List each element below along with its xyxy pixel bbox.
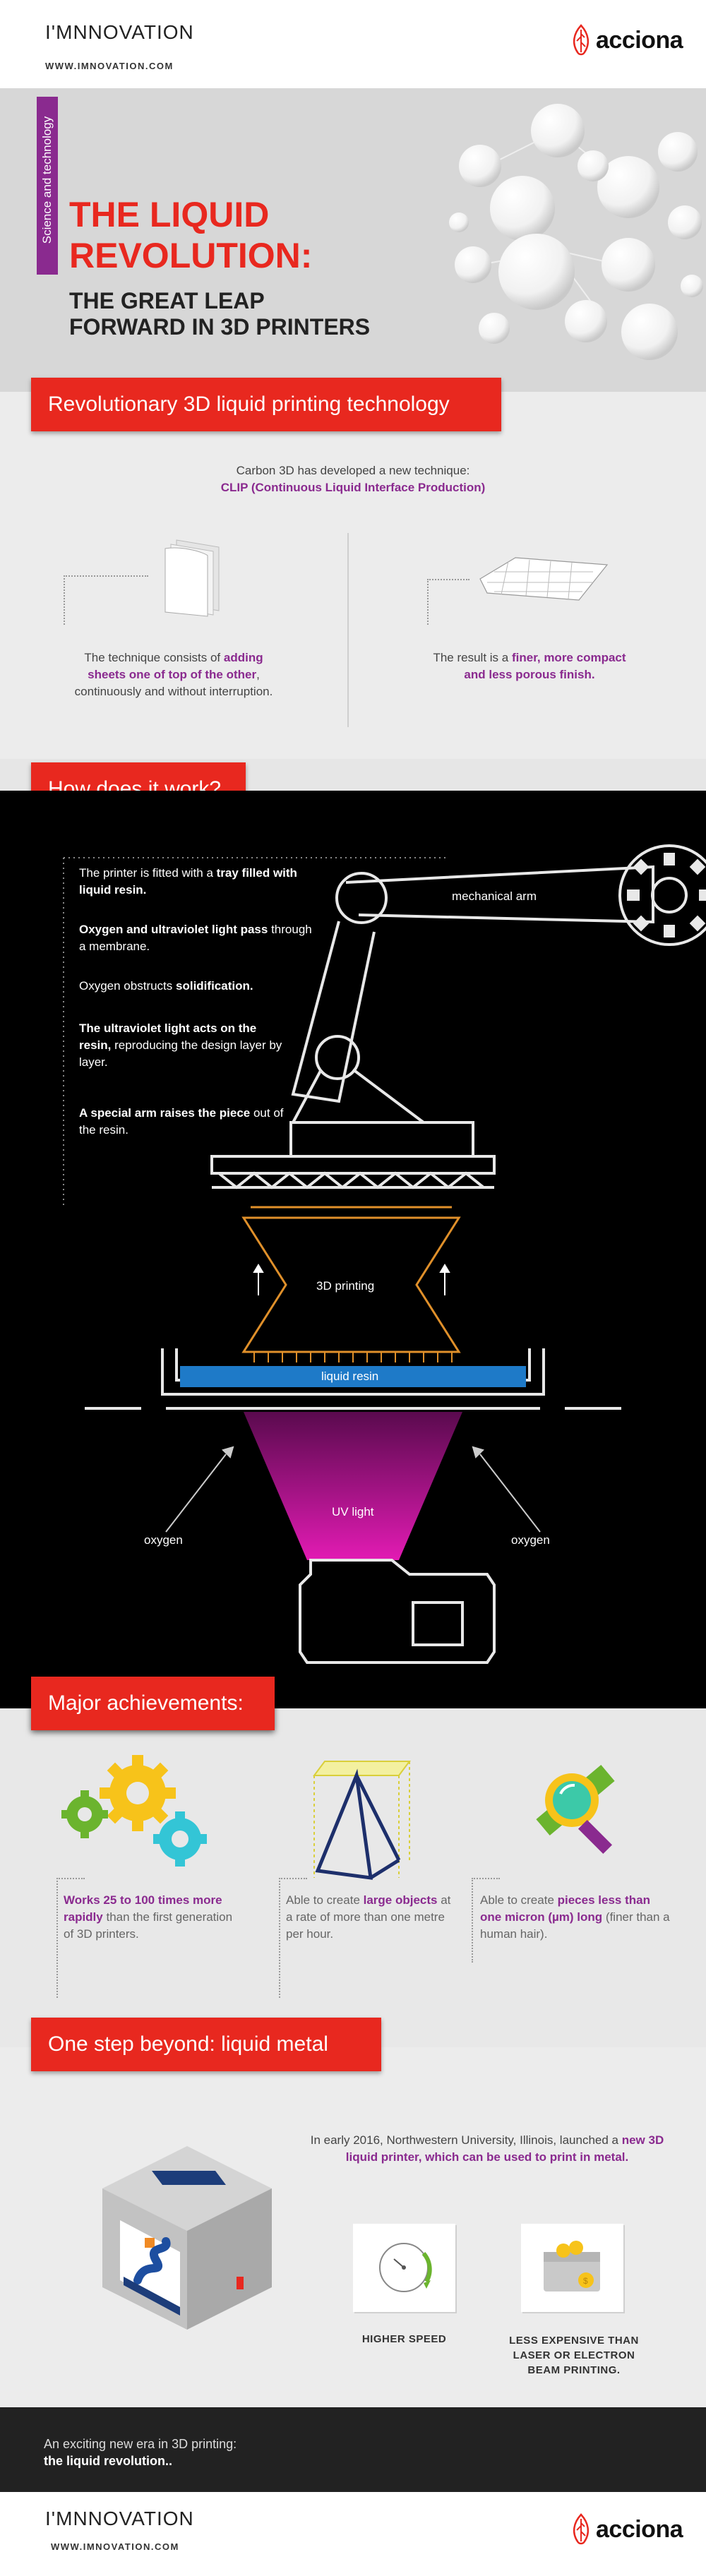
technique-post: , continuously and without interruption. — [74, 668, 273, 698]
step-4: The ultraviolet light acts on the resin,… — [79, 1020, 291, 1071]
achievement-speed-rest: than the first generation of 3D printers… — [64, 1910, 233, 1941]
intro-line1: Carbon 3D has developed a new technique: — [236, 464, 470, 477]
label-oxygen-left: oxygen — [144, 1533, 183, 1547]
hero-title-line2: REVOLUTION: — [69, 236, 313, 275]
step-3: Oxygen obstructs solidification. — [79, 978, 312, 995]
closing-strip: An exciting new era in 3D printing: the … — [0, 2407, 706, 2492]
achievement-large-rest: at a rate of more than one metre per hou… — [286, 1893, 451, 1941]
result-pre: The result is a — [433, 651, 512, 664]
feature-speed-label: HIGHER SPEED — [361, 2333, 447, 2345]
achievement-micron-pre: Able to create — [480, 1893, 558, 1907]
footer-acciona-leaf-icon — [573, 2513, 590, 2545]
step-4-bold: The ultraviolet light acts on the resin, — [79, 1022, 257, 1052]
step-5: A special arm raises the piece out of th… — [79, 1105, 291, 1139]
step-2-bold: Oxygen and ultraviolet light pass — [79, 923, 268, 936]
hero-subtitle-line2: FORWARD IN 3D PRINTERS — [69, 314, 371, 340]
printer-diagram — [63, 844, 706, 1664]
step-1-bold: tray filled with liquid resin. — [79, 866, 297, 897]
liquid-droplets-illustration — [449, 104, 703, 360]
label-uv-light: UV light — [332, 1505, 374, 1518]
achievement-micron: Able to create pieces less than one micr… — [480, 1892, 671, 1943]
footer-brand-suffix: NNOVATION — [73, 2508, 194, 2529]
section4-banner: One step beyond: liquid metal — [31, 2018, 381, 2071]
hero-subtitle-line1: THE GREAT LEAP — [69, 288, 265, 313]
step-2: Oxygen and ultraviolet light pass throug… — [79, 921, 312, 955]
liquid-metal-intro: In early 2016, Northwestern University, … — [304, 2132, 671, 2166]
liquid-metal-highlight: new 3D liquid printer, which can be used… — [345, 2133, 664, 2164]
step-3-pre: Oxygen obstructs — [79, 979, 176, 993]
brand-url[interactable]: WWW.IMNOVATION.COM — [45, 61, 174, 71]
feature-cost-card: $ — [521, 2224, 623, 2312]
magnifier-icon — [536, 1764, 615, 1855]
step-2-post: through a membrane. — [79, 923, 312, 953]
acciona-logo[interactable]: acciona — [570, 24, 683, 56]
achievement-micron-highlight: pieces less than one micron (µm) long — [480, 1893, 650, 1924]
technique-description: The technique consists of adding sheets … — [68, 649, 280, 700]
liquid-metal-pre: In early 2016, Northwestern University, … — [310, 2133, 622, 2147]
step-5-post: out of the resin. — [79, 1106, 284, 1137]
achievement-large: Able to create large objects at a rate o… — [286, 1892, 455, 1943]
achievement-speed-highlight: Works 25 to 100 times more rapidly — [64, 1893, 222, 1924]
step-1: The printer is fitted with a tray filled… — [79, 865, 312, 899]
section-achievements: Major achievements: — [0, 1677, 706, 2047]
pyramid-icon — [313, 1761, 411, 1880]
acciona-wordmark: acciona — [596, 26, 683, 54]
gear-icon — [618, 844, 706, 946]
label-liquid-resin: liquid resin — [321, 1370, 379, 1383]
achievement-speed: Works 25 to 100 times more rapidly than … — [64, 1892, 240, 1943]
feature-speed-card — [353, 2224, 455, 2312]
section-how-it-works: How does it work? — [0, 759, 706, 1708]
step-3-bold: solidification. — [176, 979, 253, 993]
result-description: The result is a finer, more compact and … — [424, 649, 635, 683]
top-header: I'MNNOVATION WWW.IMNOVATION.COM acciona — [0, 0, 706, 88]
section1-banner: Revolutionary 3D liquid printing technol… — [31, 378, 501, 431]
section-liquid-metal: One step beyond: liquid metal In early 2… — [0, 2018, 706, 2407]
step-4-post: reproducing the design layer by layer. — [79, 1038, 282, 1069]
footer: I'MNNOVATION WWW.IMNOVATION.COM acciona — [0, 2492, 706, 2576]
label-mechanical-arm: mechanical arm — [452, 889, 537, 903]
step-1-pre: The printer is fitted with a — [79, 866, 217, 880]
printer-cube-icon — [102, 2146, 272, 2330]
speedometer-icon — [379, 2243, 432, 2292]
feature-cost-label: LESS EXPENSIVE THAN LASER OR ELECTRON BE… — [509, 2335, 639, 2376]
intro-line2: CLIP (Continuous Liquid Interface Produc… — [220, 481, 486, 494]
hero-section: Science and technology THE LIQUID REVOLU… — [0, 88, 706, 392]
label-oxygen-right: oxygen — [511, 1533, 550, 1547]
result-highlight: finer, more compact and less porous fini… — [464, 651, 626, 681]
category-label: Science and technology — [40, 116, 54, 244]
footer-acciona-logo[interactable]: acciona — [570, 2513, 683, 2546]
dark-panel: The printer is fitted with a tray filled… — [0, 791, 706, 1708]
step-5-bold: A special arm raises the piece — [79, 1106, 251, 1120]
hero-title-line1: THE LIQUID — [69, 195, 270, 234]
gears-icon — [61, 1755, 207, 1867]
technique-pre: The technique consists of — [84, 651, 221, 664]
footer-brand-prefix: I'M — [45, 2508, 73, 2529]
brand-suffix: NNOVATION — [73, 21, 194, 43]
section-liquid-tech: Revolutionary 3D liquid printing technol… — [0, 378, 706, 759]
footer-brand-logo[interactable]: I'MNNOVATION — [45, 2508, 194, 2530]
achievement-micron-rest: (finer than a human hair). — [480, 1910, 670, 1941]
closing-line2: the liquid revolution.. — [44, 2454, 172, 2468]
acciona-leaf-icon — [573, 24, 590, 56]
lattice-icon — [479, 557, 609, 601]
sheets-icon — [164, 539, 220, 617]
category-tag: Science and technology — [37, 97, 58, 275]
label-3d-printing: 3D printing — [316, 1279, 375, 1293]
closing-line1: An exciting new era in 3D printing: — [44, 2437, 237, 2451]
brand-logo[interactable]: I'MNNOVATION — [45, 21, 194, 44]
brand-prefix: I'M — [45, 21, 73, 43]
achievement-large-highlight: large objects — [363, 1893, 438, 1907]
technique-highlight: adding sheets one of top of the other — [88, 651, 263, 681]
wallet-icon: $ — [544, 2241, 600, 2292]
footer-url[interactable]: WWW.IMNOVATION.COM — [51, 2541, 179, 2552]
section3-banner: Major achievements: — [31, 1677, 275, 1730]
column-divider — [347, 533, 349, 727]
footer-acciona-wordmark: acciona — [596, 2515, 683, 2543]
achievement-large-pre: Able to create — [286, 1893, 364, 1907]
section1-intro: Carbon 3D has developed a new technique:… — [0, 462, 706, 496]
svg-text:$: $ — [583, 2276, 588, 2286]
